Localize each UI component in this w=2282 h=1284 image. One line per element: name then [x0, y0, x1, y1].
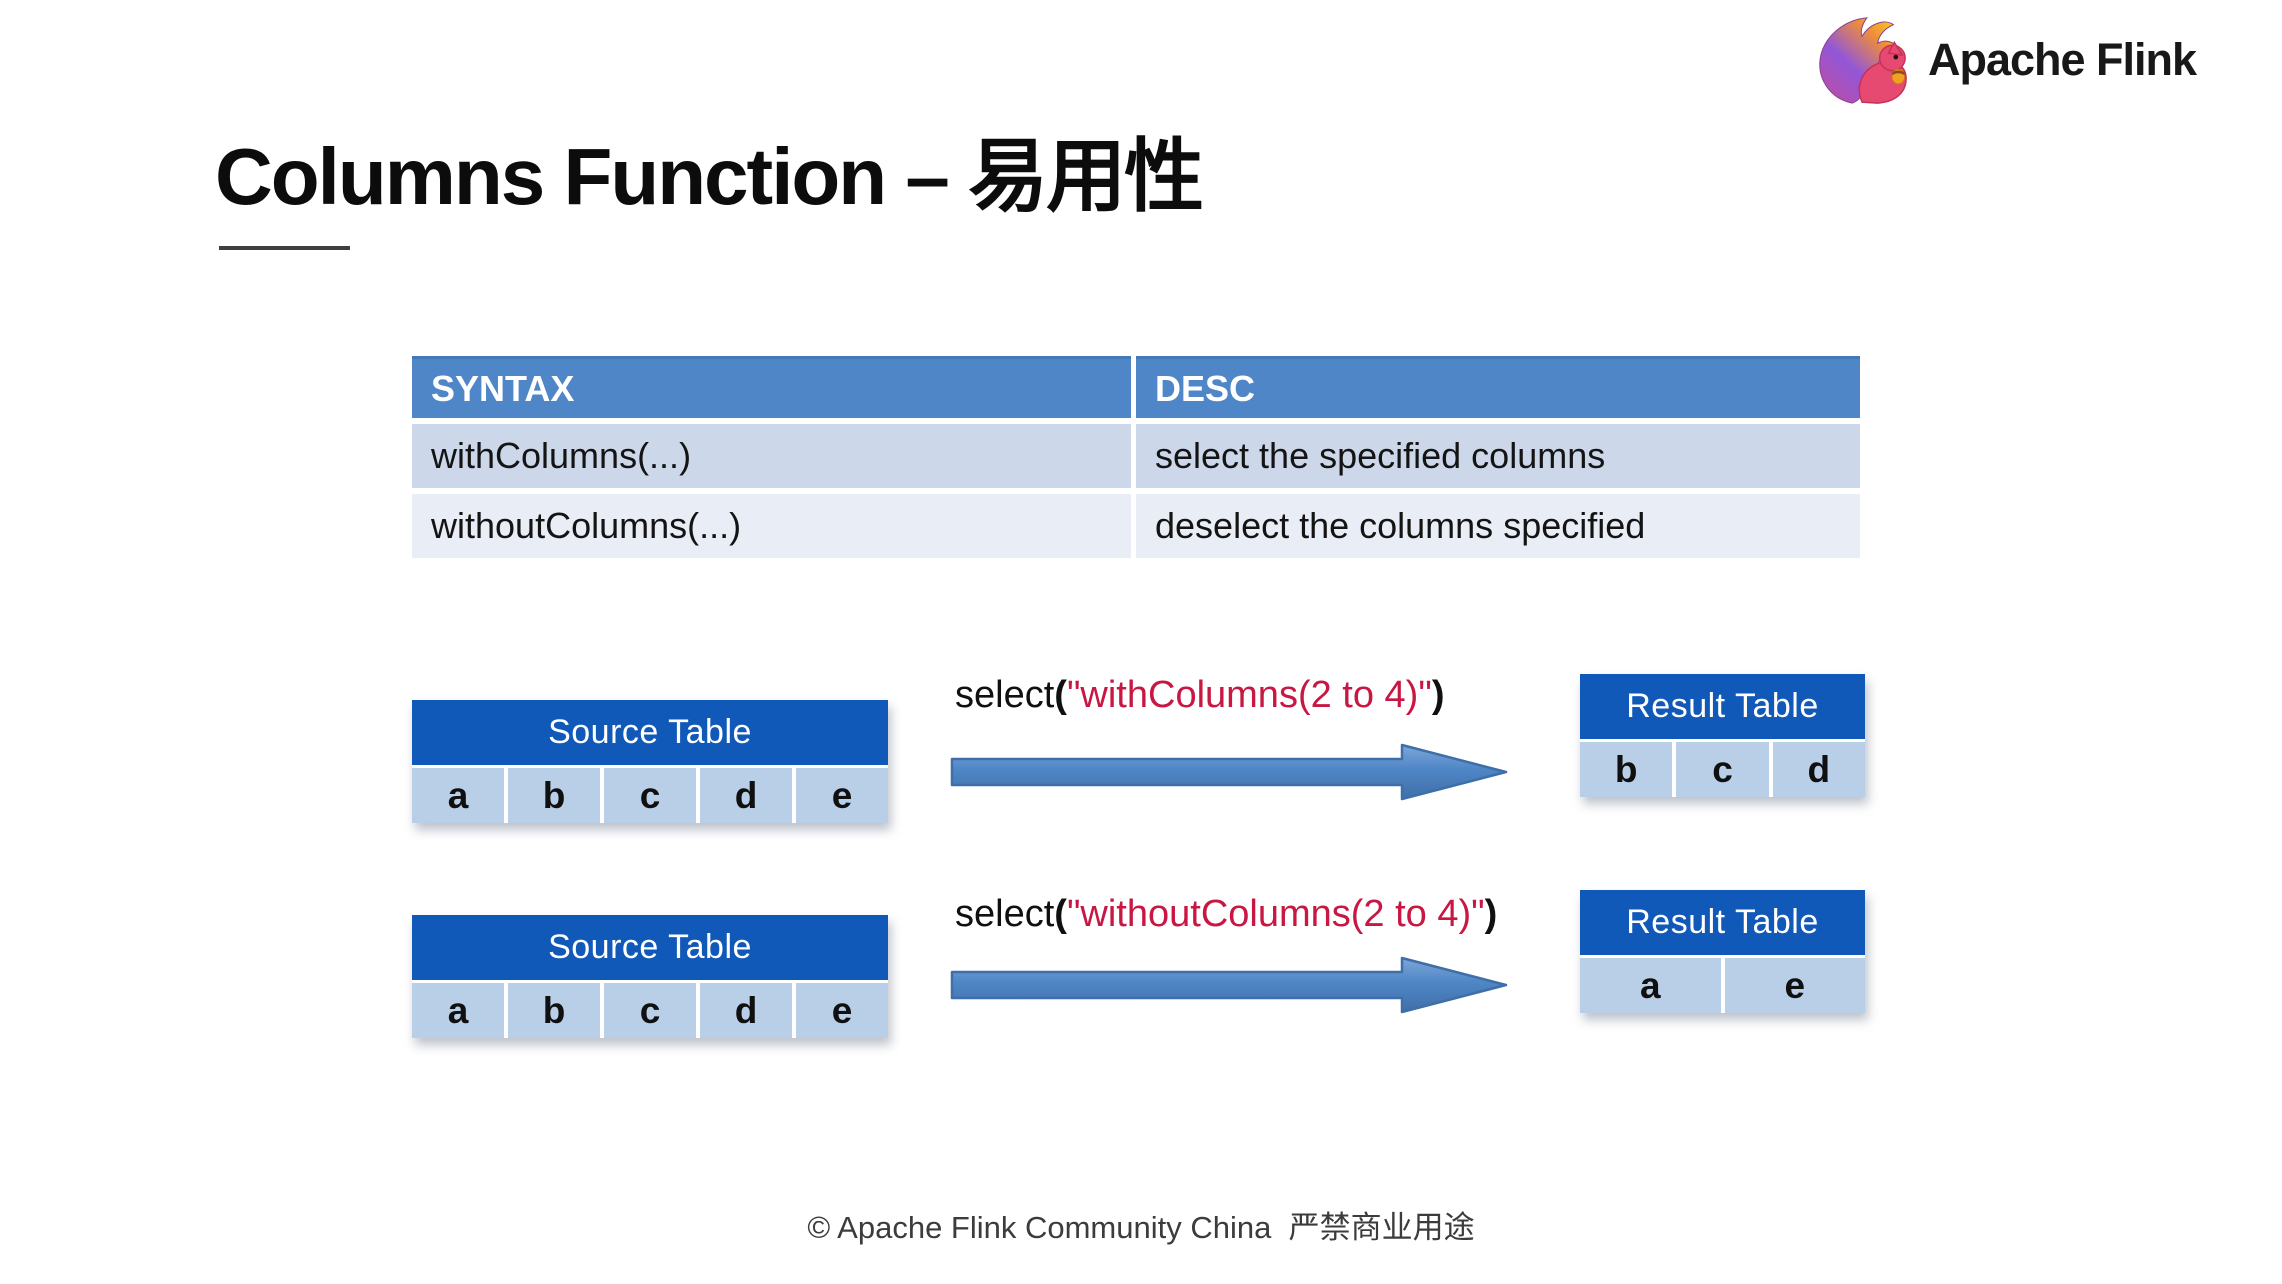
open-paren: (	[1054, 893, 1067, 935]
table-column-cell: a	[412, 983, 504, 1038]
call-expression-2: select("withoutColumns(2 to 4)")	[955, 893, 1497, 936]
close-paren: )	[1484, 893, 1498, 935]
header-cell-syntax: SYNTAX	[412, 356, 1131, 418]
table-column-cell: d	[1772, 742, 1865, 797]
source-table-1-title: Source Table	[412, 700, 888, 765]
footer-copyright: © Apache Flink Community China 严禁商业用途	[807, 1210, 1475, 1245]
table-column-cell: a	[412, 768, 504, 823]
source-table-2-columns: a b c d e	[412, 983, 888, 1038]
source-table-1: Source Table a b c d e	[412, 700, 888, 823]
call-expression-1: select("withColumns(2 to 4)")	[955, 674, 1444, 717]
call-argument: "withoutColumns(2 to 4)"	[1066, 893, 1485, 935]
result-table-2-title: Result Table	[1580, 890, 1865, 955]
syntax-table: SYNTAX DESC withColumns(...) select the …	[412, 356, 1860, 558]
table-column-cell: e	[796, 983, 888, 1038]
table-column-cell: d	[700, 983, 792, 1038]
table-cell-desc: select the specified columns	[1136, 424, 1860, 488]
flink-squirrel-icon	[1819, 17, 1907, 104]
result-table-1-title: Result Table	[1580, 674, 1865, 739]
table-row: withoutColumns(...) deselect the columns…	[412, 494, 1860, 558]
source-table-2-title: Source Table	[412, 915, 888, 980]
table-column-cell: e	[1724, 958, 1865, 1013]
table-cell-syntax: withColumns(...)	[412, 424, 1131, 488]
brand-name: Apache Flink	[1928, 34, 2197, 85]
result-table-2-columns: a e	[1580, 958, 1865, 1013]
table-row: withColumns(...) select the specified co…	[412, 424, 1860, 488]
arrow-right-icon	[950, 956, 1508, 1014]
table-column-cell: d	[700, 768, 792, 823]
header-cell-desc: DESC	[1136, 356, 1860, 418]
open-paren: (	[1054, 674, 1067, 716]
table-column-cell: b	[1580, 742, 1673, 797]
table-column-cell: c	[604, 983, 696, 1038]
result-table-1: Result Table b c d	[1580, 674, 1865, 797]
table-column-cell: c	[604, 768, 696, 823]
table-column-cell: a	[1580, 958, 1721, 1013]
table-column-cell: e	[796, 768, 888, 823]
table-cell-desc: deselect the columns specified	[1136, 494, 1860, 558]
page-title: Columns Function – 易用性	[215, 132, 1204, 221]
call-fn: select	[955, 674, 1055, 716]
arrow-right-icon	[950, 743, 1508, 801]
table-column-cell: b	[508, 983, 600, 1038]
table-column-cell: b	[508, 768, 600, 823]
title-underline	[219, 246, 350, 250]
result-table-2: Result Table a e	[1580, 890, 1865, 1013]
call-fn: select	[955, 893, 1055, 935]
result-table-1-columns: b c d	[1580, 742, 1865, 797]
close-paren: )	[1431, 674, 1445, 716]
syntax-table-header-row: SYNTAX DESC	[412, 356, 1860, 418]
table-column-cell: c	[1676, 742, 1769, 797]
source-table-1-columns: a b c d e	[412, 768, 888, 823]
source-table-2: Source Table a b c d e	[412, 915, 888, 1038]
table-cell-syntax: withoutColumns(...)	[412, 494, 1131, 558]
call-argument: "withColumns(2 to 4)"	[1066, 674, 1432, 716]
